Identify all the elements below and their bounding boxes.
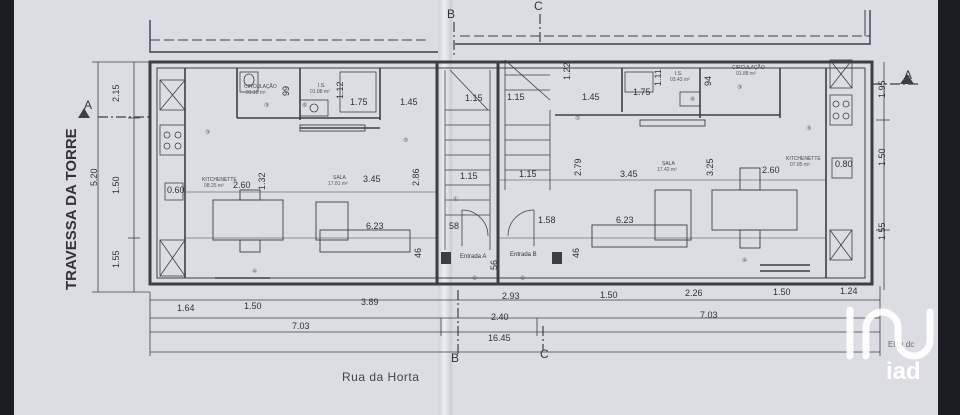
- dim-r-115: 1.15: [507, 92, 525, 102]
- dim-l-345: 3.45: [363, 174, 381, 184]
- room-left-is: I.S.: [318, 83, 326, 89]
- dim-bottom-1-24: 1.24: [840, 286, 858, 296]
- dim-right-1-95: 1.95: [877, 80, 887, 98]
- dim-r-145: 1.45: [582, 92, 600, 102]
- room-left-sala-area: 17.81 m²: [328, 181, 348, 187]
- dim-l-115a: 1.15: [465, 93, 483, 103]
- room-left-kitchenette-area: 08.25 m²: [204, 183, 224, 189]
- dim-r-345: 3.45: [620, 169, 638, 179]
- dim-r-279: 2.79: [573, 158, 583, 176]
- street-label-bottom: Rua da Horta: [342, 370, 420, 384]
- dim-bottom-total: 16.45: [488, 333, 511, 343]
- room-right-kitchenette: KITCHENETTE: [786, 156, 821, 162]
- dim-left-2-15: 2.15: [111, 84, 121, 102]
- dim-left-5-20: 5.20: [89, 168, 99, 186]
- mark-1-stair: ①: [453, 197, 459, 203]
- dim-l-112: 1.12: [335, 81, 345, 99]
- dim-bottom-2-93: 2.93: [502, 291, 520, 301]
- dim-bottom-7-03a: 7.03: [292, 321, 310, 331]
- dim-r-111: 1.11: [653, 69, 663, 86]
- room-right-sala-area: 17.42 m²: [657, 167, 677, 173]
- dim-r-115b: 1.15: [519, 169, 537, 179]
- room-right-circulacao-area: 01.88 m²: [736, 71, 756, 77]
- section-b-bottom: B: [451, 351, 460, 365]
- room-right-sala: SALA: [662, 161, 675, 167]
- room-left-circulacao-area: 01.15 m²: [246, 90, 266, 96]
- dim-r-158: 1.58: [538, 215, 556, 225]
- dim-r-56: 56: [489, 259, 499, 270]
- dim-bottom-1-64: 1.64: [177, 303, 195, 313]
- room-left-sala: SALA: [333, 175, 346, 181]
- iad-brand-text: iad: [886, 358, 921, 385]
- dim-l-132: 1.32: [257, 172, 267, 190]
- mark-4-left: ④: [252, 269, 258, 275]
- mark-6-left-is: ⑥: [302, 103, 308, 109]
- dim-l-060: 0.60: [167, 185, 185, 195]
- entrance-a: Entrada A: [460, 254, 487, 260]
- mark-3-left-kitchen: ③: [205, 130, 211, 136]
- mark-5-right: ⑤: [575, 116, 581, 122]
- dim-l-58: 58: [449, 221, 460, 231]
- iad-logo-icon: [846, 306, 934, 360]
- dim-bottom-7-03b: 7.03: [700, 310, 718, 320]
- room-right-is: I.S.: [675, 71, 683, 77]
- mark-4-right: ④: [742, 258, 748, 264]
- mark-1-entrance-b: ①: [520, 276, 526, 282]
- dim-l-145: 1.45: [400, 97, 418, 107]
- dim-bottom-2-26: 2.26: [685, 288, 703, 298]
- dim-r-623: 6.23: [616, 215, 634, 225]
- dim-bottom-1-50b: 1.50: [600, 290, 618, 300]
- entrance-b: Entrada B: [510, 252, 537, 258]
- mark-5-left: ⑤: [403, 138, 409, 144]
- section-c-top: C: [534, 0, 543, 13]
- dim-left-1-50: 1.50: [111, 176, 121, 194]
- dim-r-46: 46: [571, 247, 581, 258]
- room-right-circulacao: CIRCULAÇÃO: [732, 65, 765, 71]
- mark-3-right-circ: ③: [737, 85, 743, 91]
- room-left-is-area: 01.88 m²: [310, 89, 330, 95]
- dim-l-260: 2.60: [233, 180, 251, 190]
- street-label-side: TRAVESSA DA TORRE: [63, 128, 80, 290]
- dim-bottom-3-89: 3.89: [361, 297, 379, 307]
- dim-l-286: 2.86: [411, 168, 421, 186]
- section-a-left: A: [84, 98, 93, 112]
- dim-r-175: 1.75: [633, 87, 651, 97]
- dim-r-260: 2.60: [762, 165, 780, 175]
- dim-bottom-1-50c: 1.50: [773, 287, 791, 297]
- mark-1-entrance-a: ①: [472, 276, 478, 282]
- mark-3-left-circ: ③: [264, 103, 270, 109]
- room-right-is-area: 03.43 m²: [670, 77, 690, 83]
- room-left-circulacao: CIRCULAÇÃO: [244, 84, 277, 90]
- dim-l-99: 99: [281, 85, 291, 96]
- dim-left-1-55: 1.55: [111, 250, 121, 268]
- dim-r-94: 94: [703, 75, 713, 86]
- dim-r-080: 0.80: [835, 159, 853, 169]
- mark-3-right-kitchen: ③: [806, 126, 812, 132]
- section-c-bottom: C: [540, 347, 549, 361]
- dim-l-623: 6.23: [366, 221, 384, 231]
- dim-bottom-2-40: 2.40: [491, 312, 509, 322]
- dim-right-1-55: 1.55: [877, 222, 887, 240]
- dim-r-325: 3.25: [705, 158, 715, 176]
- dim-bottom-1-50a: 1.50: [244, 301, 262, 311]
- dim-l-115b: 1.15: [460, 171, 478, 181]
- dim-right-1-50: 1.50: [877, 148, 887, 166]
- room-left-kitchenette: KITCHENETTE: [202, 177, 237, 183]
- dim-r-122: 1.22: [562, 62, 572, 80]
- section-b-top: B: [447, 7, 456, 21]
- dim-l-46: 46: [413, 247, 423, 258]
- paper-sheet: [14, 0, 938, 415]
- dim-l-175: 1.75: [350, 97, 368, 107]
- mark-6-right-is: ⑥: [690, 97, 696, 103]
- room-right-kitchenette-area: 07.85 m²: [790, 162, 810, 168]
- section-a-right: A: [904, 68, 913, 82]
